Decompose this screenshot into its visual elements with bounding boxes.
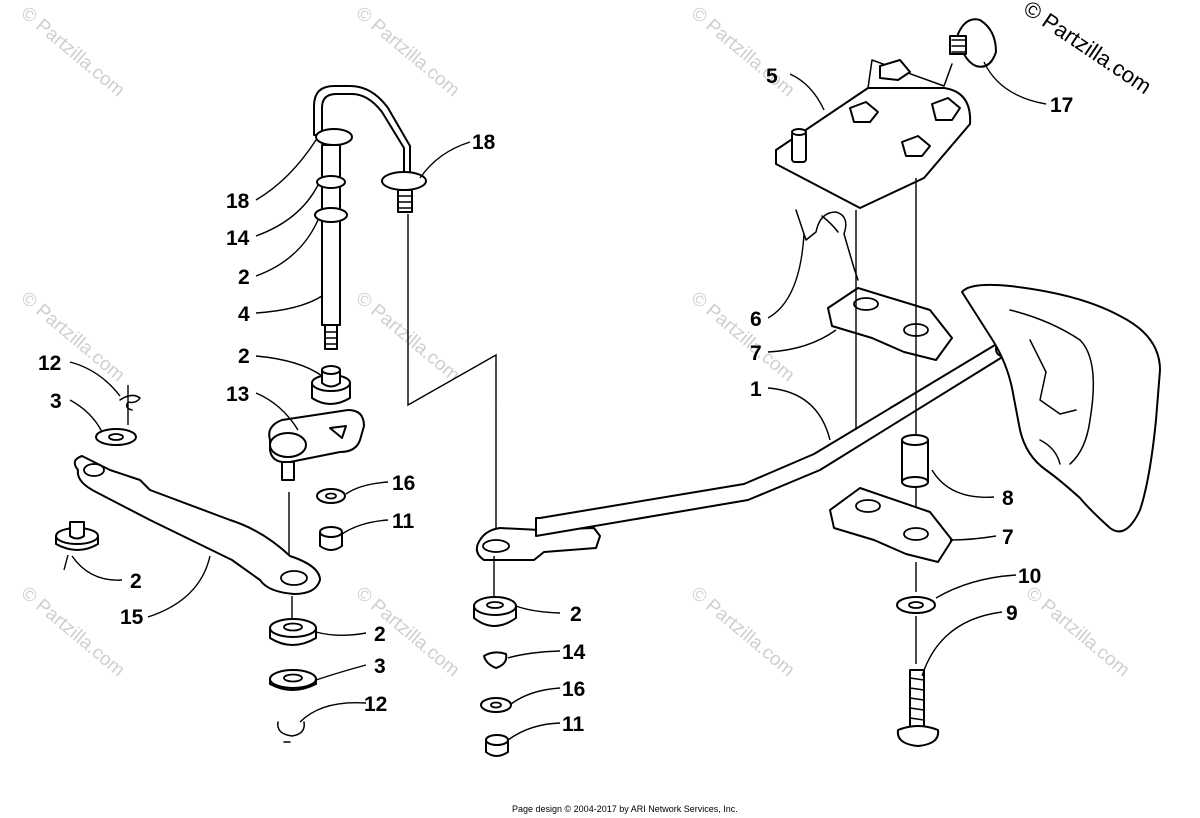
shaft [321, 144, 341, 326]
part-14-ring [316, 175, 346, 189]
callout-16: 16 [392, 472, 415, 495]
callout-2: 2 [130, 570, 142, 593]
part-13-arm [268, 409, 365, 481]
callout-11: 11 [392, 510, 415, 533]
watermark: © Partzilla.com [687, 288, 799, 386]
assembly-path-line [407, 214, 497, 535]
callout-17: 17 [1050, 94, 1073, 117]
watermark: © Partzilla.com [17, 3, 129, 101]
watermark: © Partzilla.com [17, 288, 129, 386]
callout-4: 4 [238, 303, 250, 326]
callout-2: 2 [570, 603, 582, 626]
part-12-clip-lower [277, 721, 305, 743]
callout-9: 9 [1006, 602, 1018, 625]
watermark: © Partzilla.com [687, 3, 799, 101]
part-15-lever [73, 455, 321, 595]
callout-6: 6 [750, 308, 762, 331]
part-12-clip-upper [119, 394, 141, 411]
callout-16: 16 [562, 678, 585, 701]
callout-15: 15 [120, 606, 144, 629]
callout-18: 18 [472, 131, 496, 154]
callout-14: 14 [562, 641, 586, 664]
copyright-text: © Partzilla.com [1019, 0, 1156, 99]
callout-12: 12 [38, 352, 61, 375]
callout-2: 2 [374, 623, 386, 646]
part-6-spring [795, 209, 859, 281]
callout-13: 13 [226, 383, 249, 406]
watermark: © Partzilla.com [17, 583, 129, 681]
callout-10: 10 [1018, 565, 1041, 588]
part-2-bushing-mid [311, 365, 351, 405]
callout-1: 1 [750, 378, 762, 401]
callout-2: 2 [238, 266, 250, 289]
part-18-bent-rod [313, 85, 427, 213]
callout-14: 14 [226, 227, 250, 250]
leader-lines [69, 61, 1047, 741]
pedal-pad [961, 283, 1161, 533]
part-7-block-upper [827, 287, 953, 361]
callout-8: 8 [1002, 487, 1014, 510]
callout-3: 3 [50, 390, 62, 413]
part-14-washer-center [483, 651, 508, 669]
part-4-shaft-assembly [314, 144, 348, 350]
rod-end-washer [381, 171, 427, 191]
shaft-thread [324, 324, 338, 350]
watermark: © Partzilla.com [352, 3, 464, 101]
watermark: © Partzilla.com [352, 583, 464, 681]
callout-12: 12 [364, 693, 387, 716]
callout-5: 5 [766, 65, 778, 88]
watermark: © Partzilla.com [687, 583, 799, 681]
footer-credit: Page design © 2004-2017 by ARI Network S… [512, 804, 738, 814]
callout-2: 2 [238, 345, 250, 368]
callout-labels: 18 14 2 4 2 13 16 11 18 12 3 2 15 2 3 12… [38, 65, 1073, 736]
part-17-screw [949, 18, 997, 68]
callout-7: 7 [750, 342, 762, 365]
callout-7: 7 [1002, 526, 1014, 549]
part-5-bracket [775, 59, 972, 209]
part-8-spacer [901, 434, 929, 488]
part-7-block-lower [829, 487, 953, 563]
callout-18: 18 [226, 190, 250, 213]
callout-11: 11 [562, 713, 585, 736]
callout-3: 3 [374, 655, 386, 678]
watermark: © Partzilla.com [1022, 583, 1134, 681]
part-9-bolt [896, 669, 940, 747]
part-2-bushing-top [314, 207, 348, 223]
rod-upper-washer [315, 128, 353, 146]
